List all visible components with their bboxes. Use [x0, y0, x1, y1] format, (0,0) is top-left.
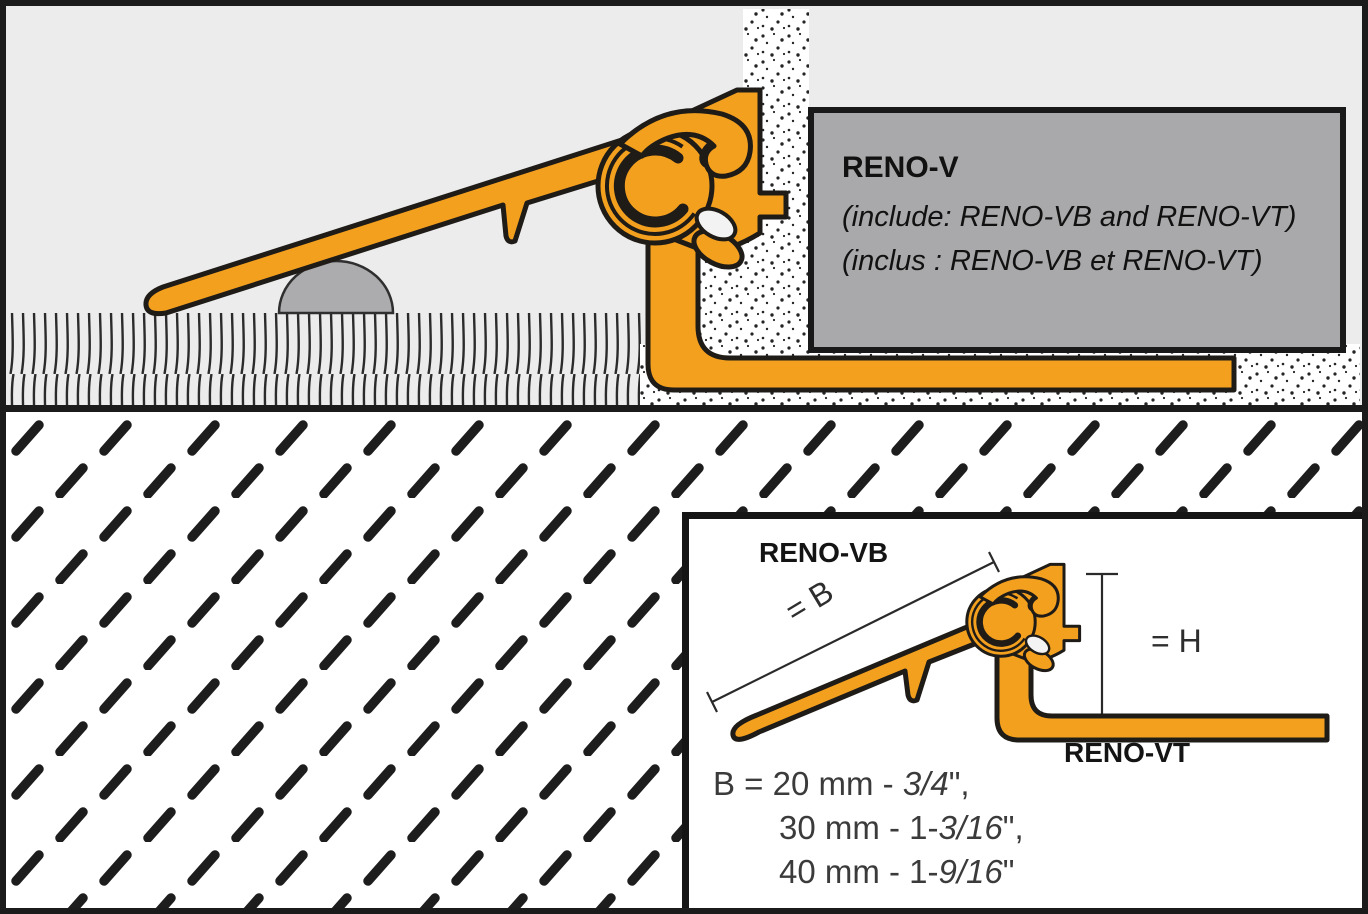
profile-interlock-inset: [967, 564, 1080, 675]
inset-label-reno-vb: RENO-VB: [759, 537, 889, 568]
size-line-1: B = 20 mm - 3/4",: [713, 765, 970, 802]
size-line-2: 30 mm - 1-3/16",: [779, 809, 1024, 846]
inset-dim-h-label: = H: [1151, 623, 1202, 659]
reno-vb-ramp-inset: [730, 621, 980, 742]
dim-line-b: [706, 551, 1000, 713]
size-table: B = 20 mm - 3/4", 30 mm - 1-3/16", 40 mm…: [713, 762, 1024, 894]
profile-detail-inset: RENO-VB = B = H RENO-VT B = 20 mm - 3/4"…: [682, 512, 1362, 908]
cross-section-graphic: [6, 9, 1360, 405]
product-label-box: RENO-V (include: RENO-VB and RENO-VT) (i…: [808, 107, 1346, 353]
installation-cross-section: RENO-V (include: RENO-VB and RENO-VT) (i…: [6, 6, 1362, 412]
size-line-3: 40 mm - 1-9/16": [779, 853, 1015, 890]
profile-detail-graphic: [706, 551, 1330, 743]
product-title: RENO-V: [842, 151, 959, 184]
carpet-edge-bump: [277, 259, 395, 315]
product-subtitle-fr: (inclus : RENO-VB et RENO-VT): [842, 245, 1263, 277]
reno-vb-ramp-main: [143, 135, 643, 317]
product-subtitle-en: (include: RENO-VB and RENO-VT): [842, 201, 1297, 233]
dim-line-h: [1086, 572, 1118, 716]
carpet-hatch: [6, 313, 648, 405]
reno-vt-base-main: [645, 225, 1237, 393]
inset-label-reno-vt: RENO-VT: [1064, 737, 1190, 768]
